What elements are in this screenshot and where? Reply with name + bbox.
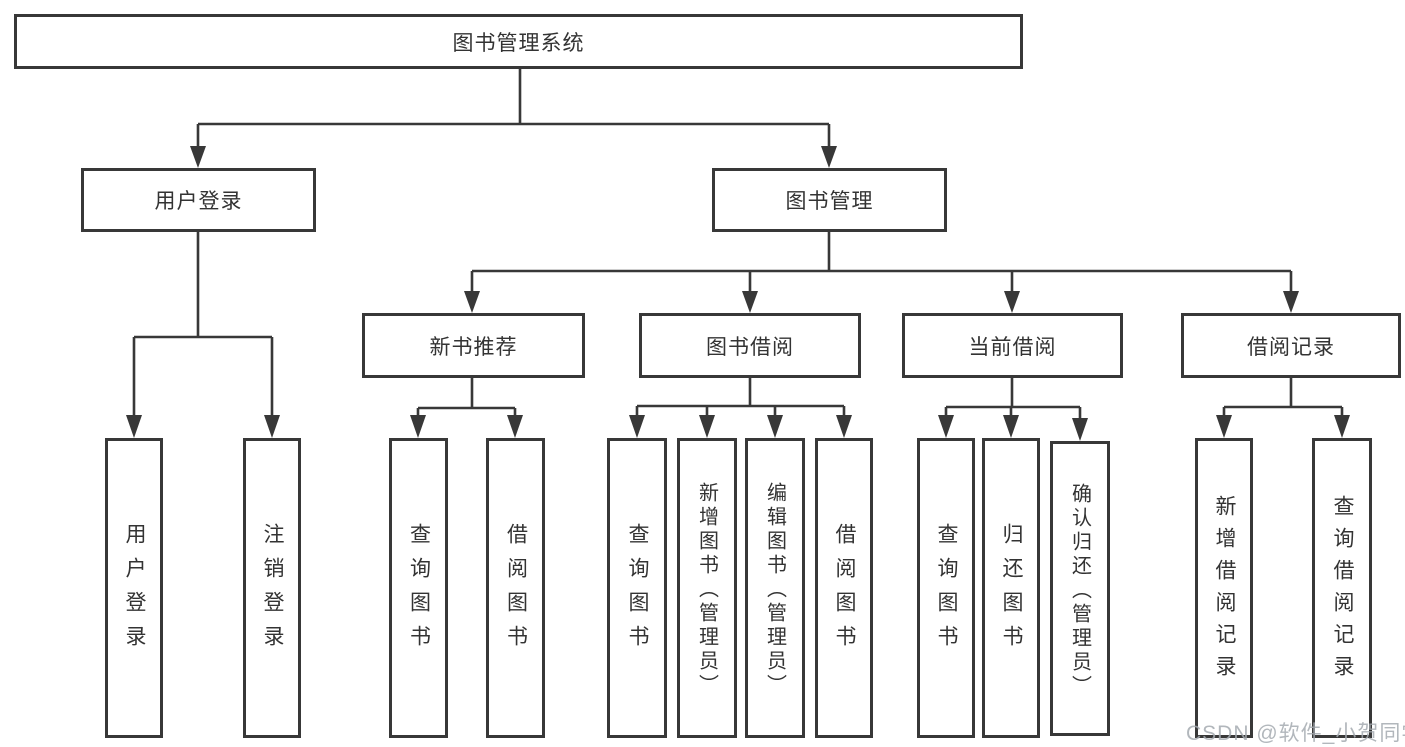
leaf-borrow-books-1-label: 借阅图书 bbox=[504, 523, 528, 659]
node-book-borrowing: 图书借阅 bbox=[639, 313, 861, 378]
leaf-add-borrow-record: 新增借阅记录 bbox=[1195, 438, 1253, 738]
node-book-management-label: 图书管理 bbox=[785, 190, 874, 213]
node-borrowing-records-label: 借阅记录 bbox=[1247, 335, 1335, 359]
leaf-add-books-admin-label: 新增图书（管理员） bbox=[695, 482, 718, 698]
leaf-return-books: 归还图书 bbox=[982, 438, 1040, 738]
leaf-query-borrow-record: 查询借阅记录 bbox=[1312, 438, 1372, 738]
node-borrowing-records: 借阅记录 bbox=[1181, 313, 1401, 378]
node-book-management: 图书管理 bbox=[712, 168, 947, 232]
node-current-borrowing: 当前借阅 bbox=[902, 313, 1123, 378]
node-root-label: 图书管理系统 bbox=[452, 31, 585, 55]
node-book-borrowing-label: 图书借阅 bbox=[706, 335, 794, 359]
leaf-return-books-label: 归还图书 bbox=[1000, 523, 1023, 659]
node-new-book-recommend-label: 新书推荐 bbox=[429, 335, 518, 359]
leaf-add-borrow-record-label: 新增借阅记录 bbox=[1213, 495, 1236, 687]
leaf-confirm-return-admin: 确认归还（管理员） bbox=[1050, 441, 1110, 736]
node-new-book-recommend: 新书推荐 bbox=[362, 313, 585, 378]
node-root: 图书管理系统 bbox=[14, 14, 1023, 69]
leaf-borrow-books-2: 借阅图书 bbox=[815, 438, 873, 738]
connector-lines bbox=[132, 69, 1344, 422]
leaf-logout-label: 注销登录 bbox=[261, 523, 284, 659]
leaf-query-books-3-label: 查询图书 bbox=[935, 523, 958, 659]
watermark: CSDN @软件_小贺同学 bbox=[1186, 722, 1405, 745]
node-current-borrowing-label: 当前借阅 bbox=[968, 335, 1057, 359]
leaf-borrow-books-2-label: 借阅图书 bbox=[833, 523, 856, 659]
leaf-query-books-2: 查询图书 bbox=[607, 438, 667, 738]
leaf-borrow-books-1: 借阅图书 bbox=[486, 438, 545, 738]
leaf-edit-books-admin: 编辑图书（管理员） bbox=[745, 438, 805, 738]
leaf-query-borrow-record-label: 查询借阅记录 bbox=[1331, 495, 1354, 687]
leaf-query-books-3: 查询图书 bbox=[917, 438, 975, 738]
leaf-logout: 注销登录 bbox=[243, 438, 301, 738]
leaf-query-books-1-label: 查询图书 bbox=[407, 523, 431, 659]
leaf-add-books-admin: 新增图书（管理员） bbox=[677, 438, 737, 738]
leaf-user-login: 用户登录 bbox=[105, 438, 163, 738]
leaf-user-login-label: 用户登录 bbox=[123, 523, 146, 659]
leaf-query-books-1: 查询图书 bbox=[389, 438, 448, 738]
node-user-login: 用户登录 bbox=[81, 168, 316, 232]
leaf-query-books-2-label: 查询图书 bbox=[626, 523, 649, 659]
leaf-edit-books-admin-label: 编辑图书（管理员） bbox=[763, 482, 786, 698]
leaf-confirm-return-admin-label: 确认归还（管理员） bbox=[1068, 482, 1091, 699]
node-user-login-label: 用户登录 bbox=[154, 190, 243, 213]
